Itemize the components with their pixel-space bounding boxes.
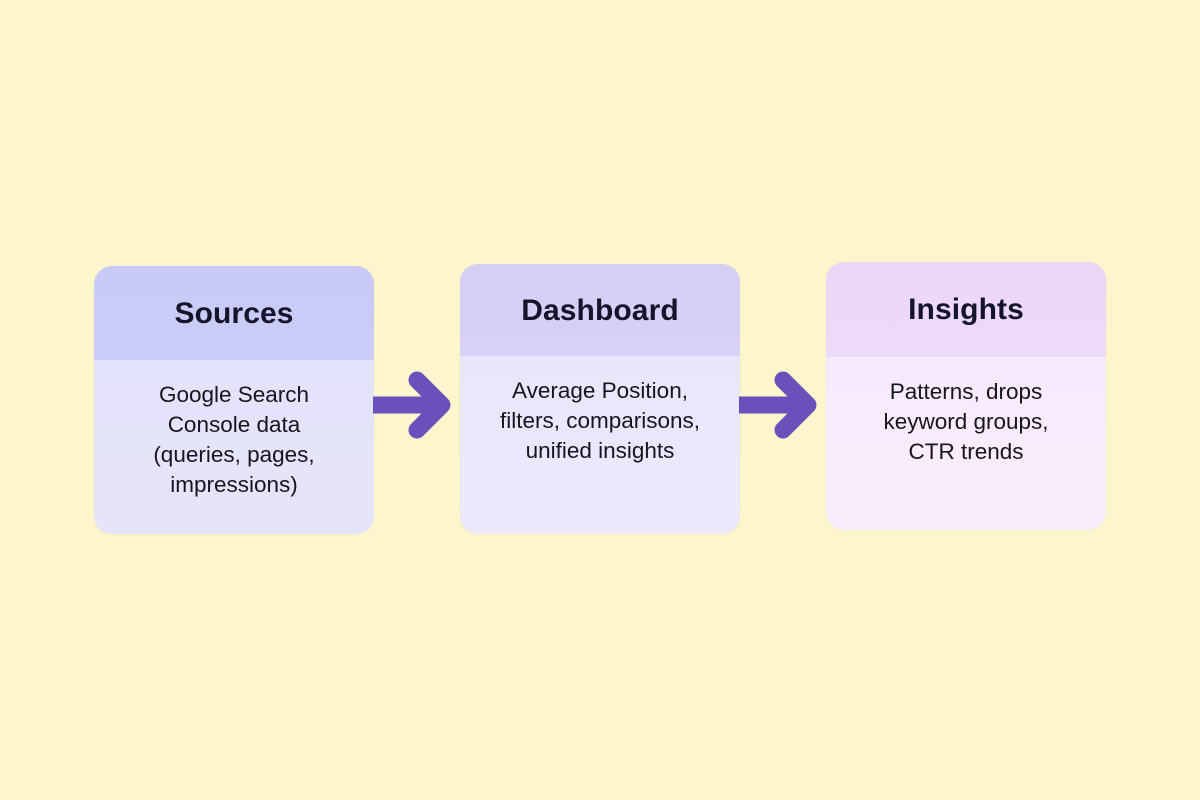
flow-node-sources-body: Google Search Console data (queries, pag…: [94, 360, 374, 534]
flow-node-sources-title: Sources: [174, 296, 294, 330]
flow-node-insights-body: Patterns, drops keyword groups, CTR tren…: [826, 357, 1106, 530]
flow-node-dashboard-title: Dashboard: [521, 293, 679, 327]
arrow-right-icon-sources-to-dashboard: [371, 371, 455, 439]
flow-node-insights[interactable]: Insights Patterns, drops keyword groups,…: [826, 262, 1106, 530]
arrow-right-icon: [739, 371, 817, 439]
arrow-right-icon: [373, 371, 451, 439]
flow-node-insights-title: Insights: [908, 293, 1024, 326]
flow-node-sources-description: Google Search Console data (queries, pag…: [153, 382, 315, 497]
flow-node-sources-header: Sources: [94, 266, 374, 360]
flow-node-dashboard[interactable]: Dashboard Average Position, filters, com…: [460, 264, 740, 534]
flow-node-insights-description: Patterns, drops keyword groups, CTR tren…: [883, 379, 1049, 464]
flow-node-dashboard-description: Average Position, filters, comparisons, …: [499, 378, 701, 463]
arrow-right-icon-dashboard-to-insights: [737, 371, 821, 439]
flow-node-sources[interactable]: Sources Google Search Console data (quer…: [94, 266, 374, 534]
flow-node-dashboard-body: Average Position, filters, comparisons, …: [460, 356, 740, 534]
flow-node-insights-header: Insights: [826, 262, 1106, 357]
flow-node-dashboard-header: Dashboard: [460, 264, 740, 356]
